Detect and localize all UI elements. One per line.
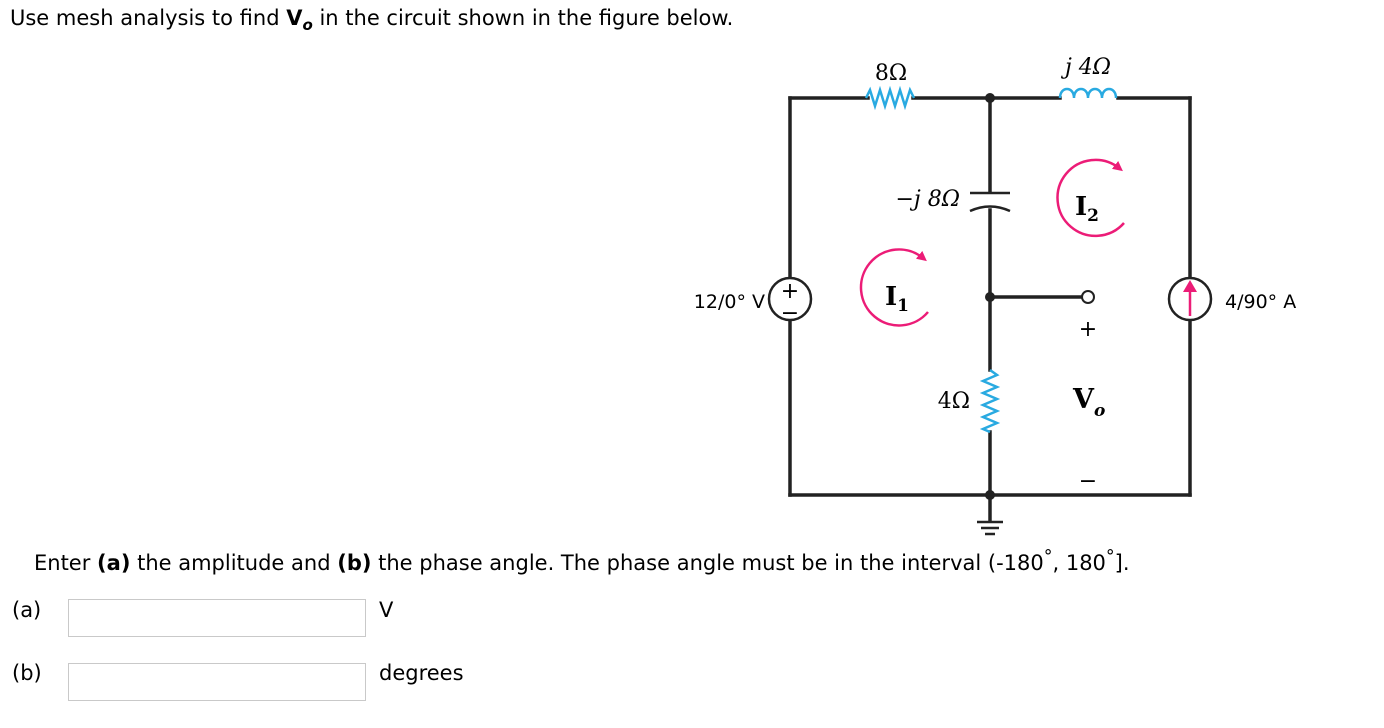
voltage-source-plus: + <box>781 279 799 304</box>
label-vo: Vo <box>1072 384 1105 421</box>
label-r-bottom: 4Ω <box>938 389 970 414</box>
label-l-top: j 4Ω <box>1060 55 1111 80</box>
ground-symbol <box>977 520 1003 536</box>
voltage-source-minus: − <box>781 301 799 326</box>
node-mid <box>985 292 995 302</box>
vo-minus: − <box>1079 469 1097 494</box>
vo-plus: + <box>1079 317 1097 342</box>
phase-angle-input[interactable] <box>68 663 366 701</box>
instr-part-b: (b) <box>337 551 372 575</box>
label-isource: 4/90° A <box>1225 291 1296 313</box>
voltage-source <box>767 276 813 322</box>
instr-part-a: (a) <box>97 551 131 575</box>
question-prefix: Use mesh analysis to find <box>10 6 287 30</box>
instructions: Enter (a) the amplitude and (b) the phas… <box>34 547 1130 575</box>
label-mesh-1: I1 <box>885 282 909 316</box>
question-variable-subscript: o <box>302 16 313 35</box>
amplitude-unit: V <box>379 598 394 622</box>
resistor-8-ohm <box>864 85 916 111</box>
label-cap: −j 8Ω <box>896 187 961 212</box>
question-suffix: in the circuit shown in the figure below… <box>312 6 734 30</box>
label-r-top: 8Ω <box>875 61 907 86</box>
question-variable: V <box>286 6 303 30</box>
mesh-2-arrow <box>1056 158 1125 238</box>
wires <box>788 96 1192 523</box>
capacitor-minus-j8-ohm <box>969 191 1011 213</box>
amplitude-input[interactable] <box>68 599 366 637</box>
current-source-arrowhead <box>1183 280 1197 292</box>
part-b-label: (b) <box>12 661 42 685</box>
node-bottom <box>985 490 995 500</box>
label-vsource: 12/0° V <box>694 291 765 313</box>
mesh-1-arrow <box>859 248 929 327</box>
resistor-4-ohm <box>979 368 1001 434</box>
vo-terminal <box>1081 290 1095 304</box>
label-mesh-2: I2 <box>1075 192 1099 226</box>
node-top <box>985 93 995 103</box>
phase-angle-unit: degrees <box>379 661 464 685</box>
inductor-j4-ohm <box>1058 87 1118 99</box>
question-text: Use mesh analysis to find Vo in the circ… <box>10 6 733 34</box>
part-a-label: (a) <box>12 598 42 622</box>
